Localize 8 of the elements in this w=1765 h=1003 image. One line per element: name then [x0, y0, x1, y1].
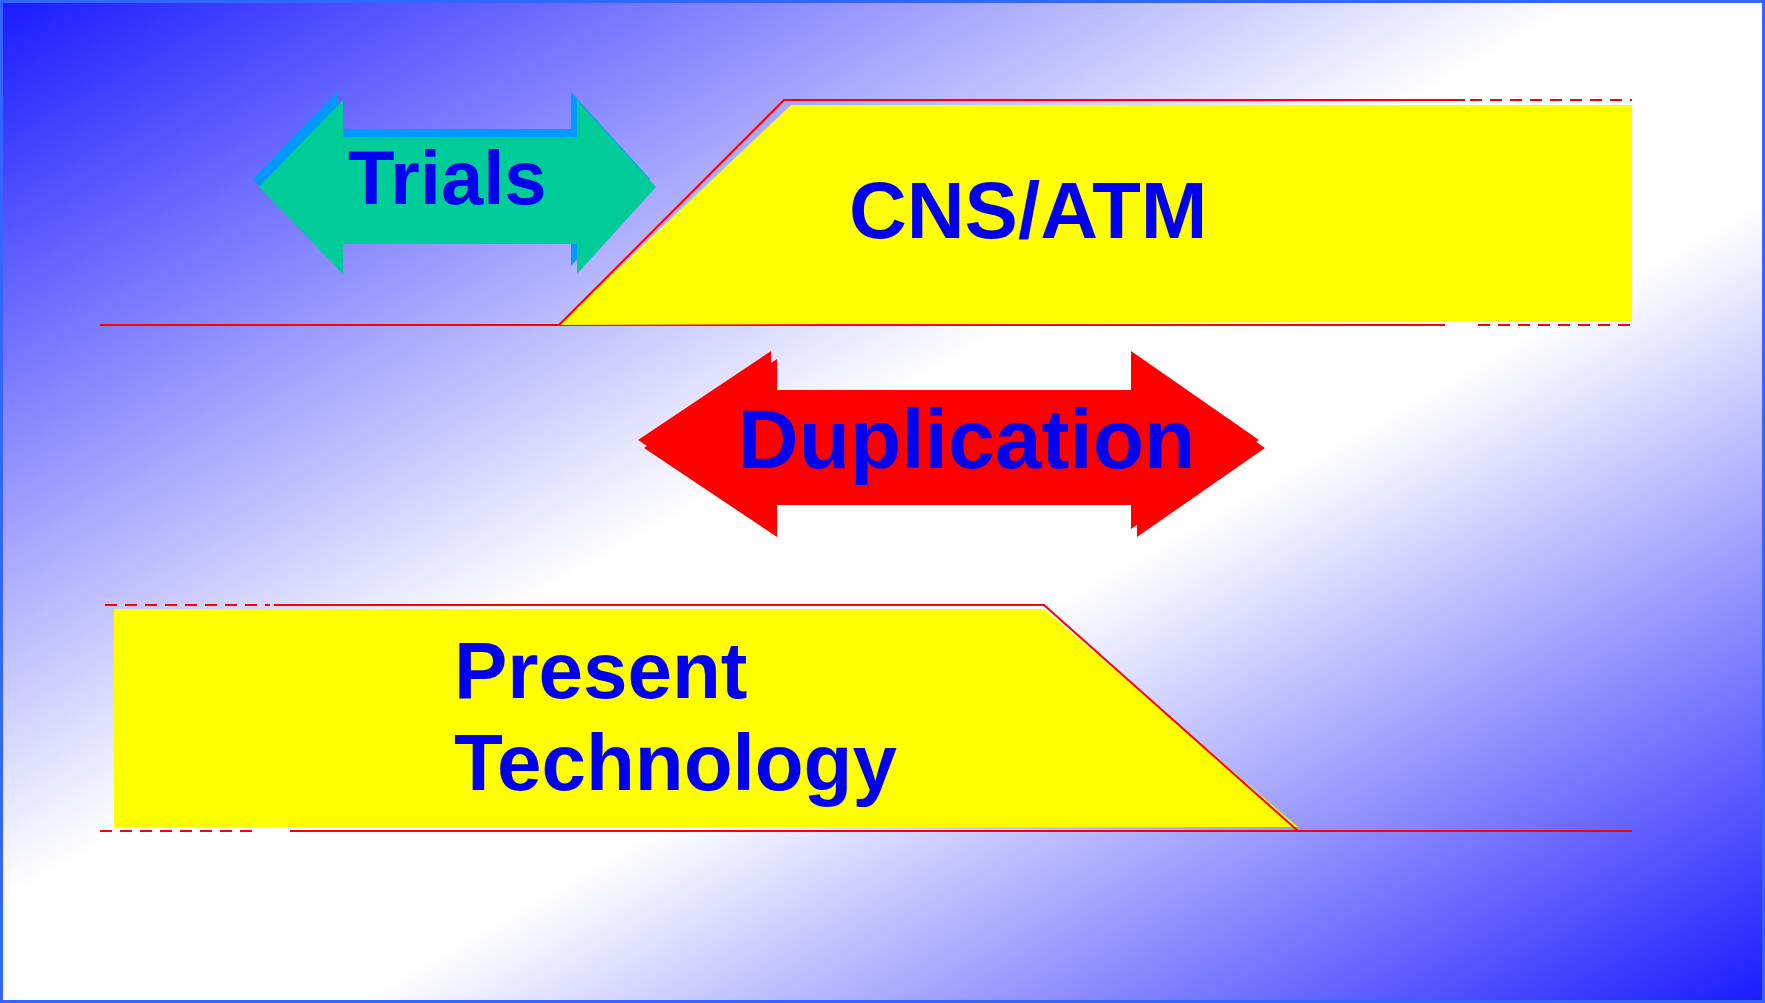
double-arrow	[638, 351, 1265, 537]
double-arrow	[253, 92, 656, 274]
shape-label: Trials	[348, 134, 547, 222]
shape-label: Present Technology	[454, 625, 898, 809]
shape-label: CNS/ATM	[849, 165, 1208, 257]
trapezoid-band	[559, 100, 1632, 325]
trapezoid-band	[114, 605, 1298, 831]
shape-label: Duplication	[738, 391, 1196, 488]
